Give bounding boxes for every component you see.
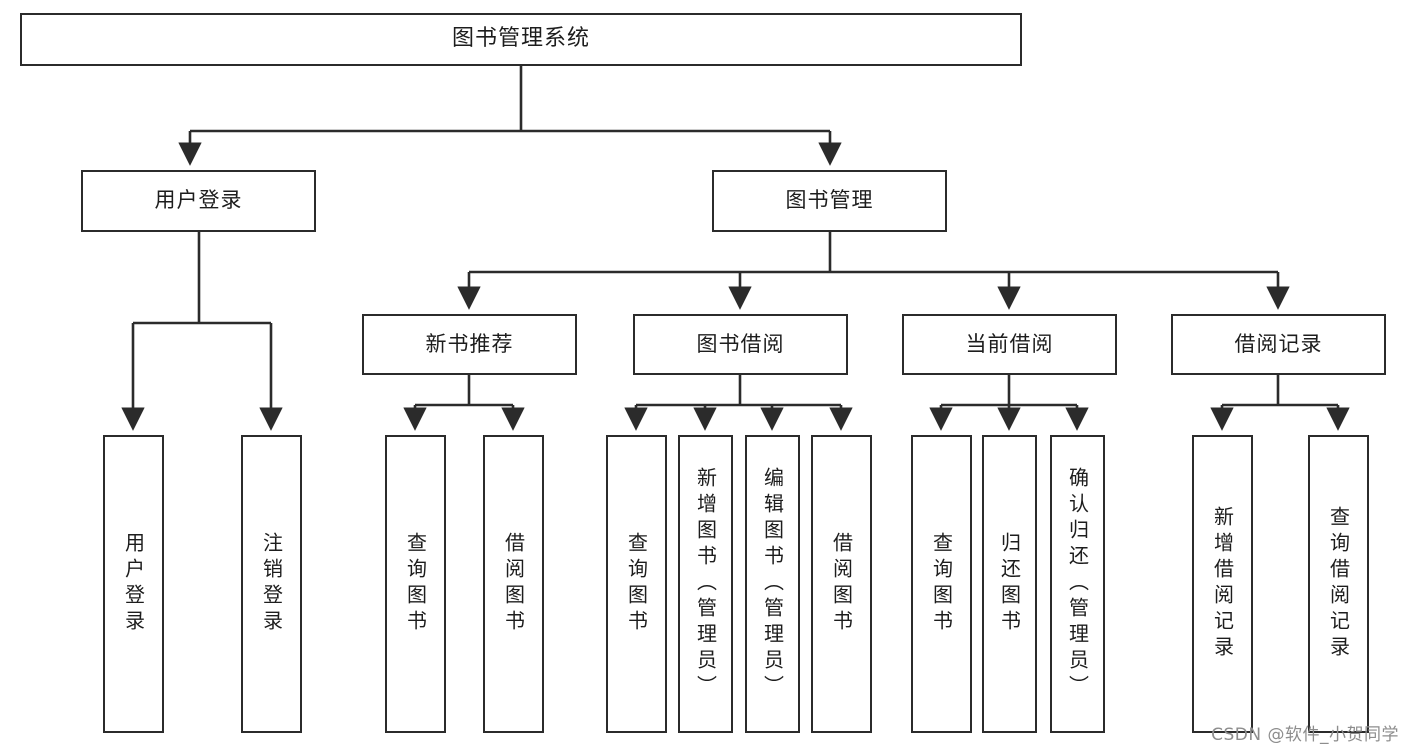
node-leaf-add-borrow-record-label: 新增借阅记录 bbox=[1210, 506, 1235, 662]
node-user-login-label: 用户登录 bbox=[154, 188, 243, 213]
node-leaf-user-login-label: 用户登录 bbox=[121, 532, 146, 636]
node-current-borrow[interactable]: 当前借阅 bbox=[902, 314, 1117, 375]
node-leaf-edit-book-label: 编辑图书（管理员） bbox=[760, 467, 785, 701]
node-leaf-borrow-book-2-label: 借阅图书 bbox=[829, 532, 854, 636]
node-leaf-query-book-1-label: 查询图书 bbox=[403, 532, 428, 636]
node-leaf-add-book[interactable]: 新增图书（管理员） bbox=[678, 435, 733, 733]
node-borrow-record-label: 借阅记录 bbox=[1234, 331, 1323, 356]
node-root-label: 图书管理系统 bbox=[451, 26, 590, 52]
node-current-borrow-label: 当前借阅 bbox=[965, 331, 1054, 356]
node-leaf-borrow-book-1[interactable]: 借阅图书 bbox=[483, 435, 544, 733]
node-book-management[interactable]: 图书管理 bbox=[712, 170, 947, 232]
watermark-text: CSDN @软件_小贺同学 bbox=[1211, 725, 1399, 745]
node-leaf-user-login[interactable]: 用户登录 bbox=[103, 435, 164, 733]
node-leaf-query-book-1[interactable]: 查询图书 bbox=[385, 435, 446, 733]
node-leaf-logout-login-label: 注销登录 bbox=[259, 532, 284, 636]
node-leaf-query-book-2[interactable]: 查询图书 bbox=[606, 435, 667, 733]
node-leaf-return-book-label: 归还图书 bbox=[997, 532, 1022, 636]
node-leaf-add-book-label: 新增图书（管理员） bbox=[693, 467, 718, 701]
node-book-borrow[interactable]: 图书借阅 bbox=[633, 314, 848, 375]
node-leaf-query-book-2-label: 查询图书 bbox=[624, 532, 649, 636]
node-leaf-add-borrow-record[interactable]: 新增借阅记录 bbox=[1192, 435, 1253, 733]
node-leaf-edit-book[interactable]: 编辑图书（管理员） bbox=[745, 435, 800, 733]
node-borrow-record[interactable]: 借阅记录 bbox=[1171, 314, 1386, 375]
node-leaf-query-book-3-label: 查询图书 bbox=[929, 532, 954, 636]
node-new-book-recommend[interactable]: 新书推荐 bbox=[362, 314, 577, 375]
node-root[interactable]: 图书管理系统 bbox=[20, 13, 1022, 66]
node-leaf-confirm-return-label: 确认归还（管理员） bbox=[1065, 467, 1090, 701]
node-leaf-return-book[interactable]: 归还图书 bbox=[982, 435, 1037, 733]
node-leaf-logout-login[interactable]: 注销登录 bbox=[241, 435, 302, 733]
node-leaf-borrow-book-1-label: 借阅图书 bbox=[501, 532, 526, 636]
node-user-login[interactable]: 用户登录 bbox=[81, 170, 316, 232]
node-book-borrow-label: 图书借阅 bbox=[696, 331, 785, 356]
node-new-book-recommend-label: 新书推荐 bbox=[425, 331, 514, 356]
node-leaf-borrow-book-2[interactable]: 借阅图书 bbox=[811, 435, 872, 733]
node-leaf-query-book-3[interactable]: 查询图书 bbox=[911, 435, 972, 733]
node-leaf-confirm-return[interactable]: 确认归还（管理员） bbox=[1050, 435, 1105, 733]
node-book-management-label: 图书管理 bbox=[785, 188, 874, 213]
node-leaf-query-borrow-record-label: 查询借阅记录 bbox=[1326, 506, 1351, 662]
node-leaf-query-borrow-record[interactable]: 查询借阅记录 bbox=[1308, 435, 1369, 733]
